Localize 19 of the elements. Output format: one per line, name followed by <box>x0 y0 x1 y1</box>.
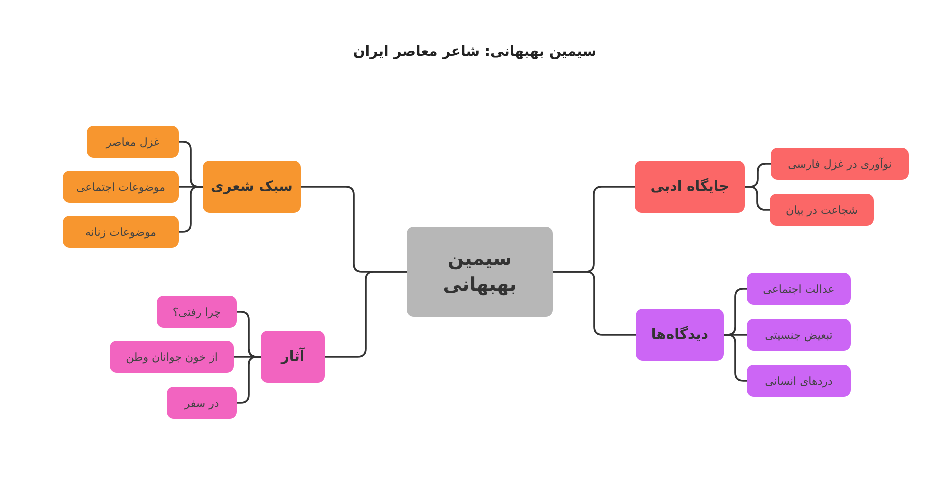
leaf-box: غزل معاصر <box>87 126 179 158</box>
leaf-box: از خون جوانان وطن <box>110 341 234 373</box>
branch-box: سبک شعری <box>203 161 301 213</box>
leaf-box: دردهای انسانی <box>747 365 851 397</box>
leaf-box: شجاعت در بیان <box>770 194 874 226</box>
leaf-box: در سفر <box>167 387 237 419</box>
branch-box: جایگاه ادبی <box>635 161 745 213</box>
branch-box: دیدگاه‌ها <box>636 309 724 361</box>
leaf-box: نوآوری در غزل فارسی <box>771 148 909 180</box>
leaf-box: موضوعات اجتماعی <box>63 171 179 203</box>
title: سیمین بهبهانی: شاعر معاصر ایران <box>352 44 598 60</box>
leaf-box: عدالت اجتماعی <box>747 273 851 305</box>
connector <box>553 271 636 336</box>
branch-box: آثار <box>261 331 325 383</box>
leaf-box: تبعیض جنسیتی <box>747 319 851 351</box>
connector <box>325 271 407 358</box>
central-topic-box: سیمین بهبهانی <box>407 227 553 317</box>
leaf-box: موضوعات زنانه <box>63 216 179 248</box>
leaf-box: چرا رفتی؟ <box>157 296 237 328</box>
